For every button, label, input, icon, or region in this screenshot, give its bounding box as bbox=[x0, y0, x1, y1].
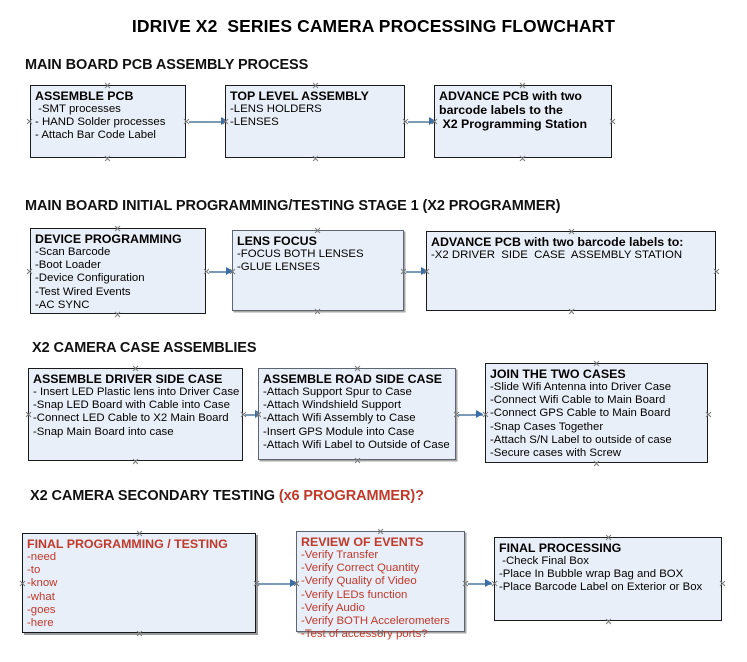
node-line: -Attach Support Spur to Case bbox=[263, 386, 412, 398]
arrow-head bbox=[476, 410, 483, 418]
section-heading-2: MAIN BOARD INITIAL PROGRAMMING/TESTING S… bbox=[25, 198, 561, 214]
node-line: -here bbox=[27, 617, 54, 630]
arrow-shaft bbox=[209, 271, 233, 273]
arrow-head bbox=[485, 579, 492, 587]
section-heading-3: X2 CAMERA CASE ASSEMBLIES bbox=[32, 340, 257, 356]
arrow-head bbox=[421, 267, 428, 275]
arrow-connector bbox=[189, 117, 228, 126]
node-lens-focus[interactable]: LENS FOCUS -FOCUS BOTH LENSES -GLUE LENS… bbox=[232, 230, 404, 311]
node-line: -to bbox=[27, 564, 41, 577]
node-line: -need bbox=[27, 551, 57, 563]
node-advance-pcb-station[interactable]: ADVANCE PCB with two barcode labels to t… bbox=[434, 85, 612, 158]
node-line: -Verify Quality of Video bbox=[301, 575, 417, 588]
arrow-connector bbox=[209, 267, 233, 276]
arrow-head bbox=[221, 117, 228, 125]
node-line: -Connect Wifi Cable to Main Board bbox=[490, 394, 666, 407]
node-line: -Secure cases with Screw bbox=[490, 447, 622, 460]
node-line: -what bbox=[27, 590, 55, 603]
node-line: -Check Final Box bbox=[499, 555, 589, 567]
node-assemble-road-side-case[interactable]: ASSEMBLE ROAD SIDE CASE -Attach Support … bbox=[258, 368, 456, 460]
node-line: -Device Configuration bbox=[35, 272, 145, 285]
node-line: -Verify Transfer bbox=[301, 549, 379, 561]
arrow-head bbox=[226, 267, 233, 275]
node-line: -Test Wired Events bbox=[35, 285, 131, 298]
node-title: ASSEMBLE PCB bbox=[35, 89, 134, 103]
node-title: FINAL PROCESSING bbox=[499, 541, 622, 555]
page-title: IDRIVE X2 SERIES CAMERA PROCESSING FLOWC… bbox=[131, 16, 616, 36]
arrow-shaft bbox=[258, 583, 297, 585]
node-line: barcode labels to the bbox=[439, 103, 563, 117]
section-heading-4-accent: (x6 PROGRAMMER)? bbox=[278, 488, 424, 504]
node-line: -Connect LED Cable to X2 Main Board bbox=[33, 412, 229, 425]
node-line: -Connect GPS Cable to Main Board bbox=[490, 407, 671, 420]
node-top-level-assembly[interactable]: TOP LEVEL ASSEMBLY -LENS HOLDERS -LENSES bbox=[225, 85, 405, 158]
node-line: -know bbox=[27, 577, 58, 590]
node-title: LENS FOCUS bbox=[237, 234, 317, 248]
node-line: -FOCUS BOTH LENSES bbox=[237, 248, 364, 260]
node-title: DEVICE PROGRAMMING bbox=[35, 232, 182, 246]
node-title: ASSEMBLE DRIVER SIDE CASE bbox=[33, 372, 223, 386]
arrow-connector bbox=[258, 579, 297, 588]
arrow-shaft bbox=[458, 414, 483, 416]
arrow-shaft bbox=[245, 414, 262, 416]
node-line: -goes bbox=[27, 603, 56, 616]
node-title: TOP LEVEL ASSEMBLY bbox=[230, 89, 369, 103]
node-line: -Place In Bubble wrap Bag and BOX bbox=[499, 568, 684, 581]
node-assemble-driver-side-case[interactable]: ASSEMBLE DRIVER SIDE CASE - Insert LED P… bbox=[28, 368, 243, 461]
node-device-programming[interactable]: DEVICE PROGRAMMING -Scan Barcode -Boot L… bbox=[30, 228, 206, 314]
node-line: -Verify LEDs function bbox=[301, 588, 408, 601]
node-title: FINAL PROGRAMMING / TESTING bbox=[27, 537, 228, 551]
node-line: - HAND Solder processes bbox=[35, 116, 166, 129]
section-heading-1: MAIN BOARD PCB ASSEMBLY PROCESS bbox=[25, 57, 309, 73]
node-line: -LENSES bbox=[230, 116, 279, 129]
node-final-programming-testing[interactable]: FINAL PROGRAMMING / TESTING -need -to -k… bbox=[22, 533, 256, 633]
node-join-the-two-cases[interactable]: JOIN THE TWO CASES -Slide Wifi Antenna i… bbox=[485, 363, 708, 463]
arrow-shaft bbox=[468, 583, 492, 585]
node-line: -Slide Wifi Antenna into Driver Case bbox=[490, 381, 672, 393]
node-line: -Verify BOTH Accelerometers bbox=[301, 615, 450, 628]
node-line: -Boot Loader bbox=[35, 259, 101, 272]
arrow-connector bbox=[406, 267, 428, 276]
node-title: REVIEW OF EVENTS bbox=[301, 535, 424, 549]
node-line: -Attach Wifi Assembly to Case bbox=[263, 412, 416, 425]
node-line: -Verify Audio bbox=[301, 601, 365, 614]
node-line: -Snap LED Board with Cable into Case bbox=[33, 399, 230, 412]
node-line: -SMT processes bbox=[35, 103, 121, 115]
arrow-head bbox=[429, 117, 436, 125]
node-line: -AC SYNC bbox=[35, 298, 90, 311]
node-line: -LENS HOLDERS bbox=[230, 103, 322, 115]
node-line: - Insert LED Plastic lens into Driver Ca… bbox=[33, 386, 240, 398]
node-line: -X2 DRIVER SIDE CASE ASSEMBLY STATION bbox=[431, 249, 683, 261]
node-advance-pcb-driver-side[interactable]: ADVANCE PCB with two barcode labels to: … bbox=[426, 231, 716, 311]
node-title: ADVANCE PCB with two bbox=[439, 89, 582, 103]
node-title: ASSEMBLE ROAD SIDE CASE bbox=[263, 372, 442, 386]
arrow-connector bbox=[458, 410, 483, 419]
arrow-head bbox=[290, 579, 297, 587]
node-line: -Attach S/N Label to outside of case bbox=[490, 433, 672, 446]
node-review-of-events[interactable]: REVIEW OF EVENTS -Verify Transfer -Verif… bbox=[296, 531, 465, 640]
node-line: -Scan Barcode bbox=[35, 246, 111, 258]
node-assemble-pcb[interactable]: ASSEMBLE PCB -SMT processes - HAND Solde… bbox=[30, 85, 186, 158]
node-line: -Snap Main Board into case bbox=[33, 425, 174, 438]
node-line: -Insert GPS Module into Case bbox=[263, 425, 415, 438]
arrow-shaft bbox=[189, 121, 228, 123]
node-final-processing[interactable]: FINAL PROCESSING -Check Final Box -Place… bbox=[494, 537, 722, 621]
node-title: JOIN THE TWO CASES bbox=[490, 367, 626, 381]
arrow-shaft bbox=[406, 271, 428, 273]
arrow-connector bbox=[468, 579, 492, 588]
section-heading-4-text: X2 CAMERA SECONDARY TESTING bbox=[30, 488, 279, 504]
node-line: -Attach Wifi Label to Outside of Case bbox=[263, 438, 450, 451]
node-line: -Attach Windshield Support bbox=[263, 399, 402, 412]
arrow-shaft bbox=[408, 121, 436, 123]
node-line: -Verify Correct Quantity bbox=[301, 562, 420, 575]
node-line: - Attach Bar Code Label bbox=[35, 129, 156, 142]
node-title: ADVANCE PCB with two barcode labels to: bbox=[431, 235, 684, 249]
node-line: -Place Barcode Label on Exterior or Box bbox=[499, 581, 703, 594]
node-overflow-line: -Test of accessory ports? bbox=[301, 628, 428, 641]
node-line: X2 Programming Station bbox=[439, 117, 588, 131]
section-heading-4: X2 CAMERA SECONDARY TESTING (x6 PROGRAMM… bbox=[30, 488, 424, 504]
node-line: -Snap Cases Together bbox=[490, 420, 604, 433]
arrow-connector bbox=[408, 117, 436, 126]
node-line: -GLUE LENSES bbox=[237, 261, 320, 274]
